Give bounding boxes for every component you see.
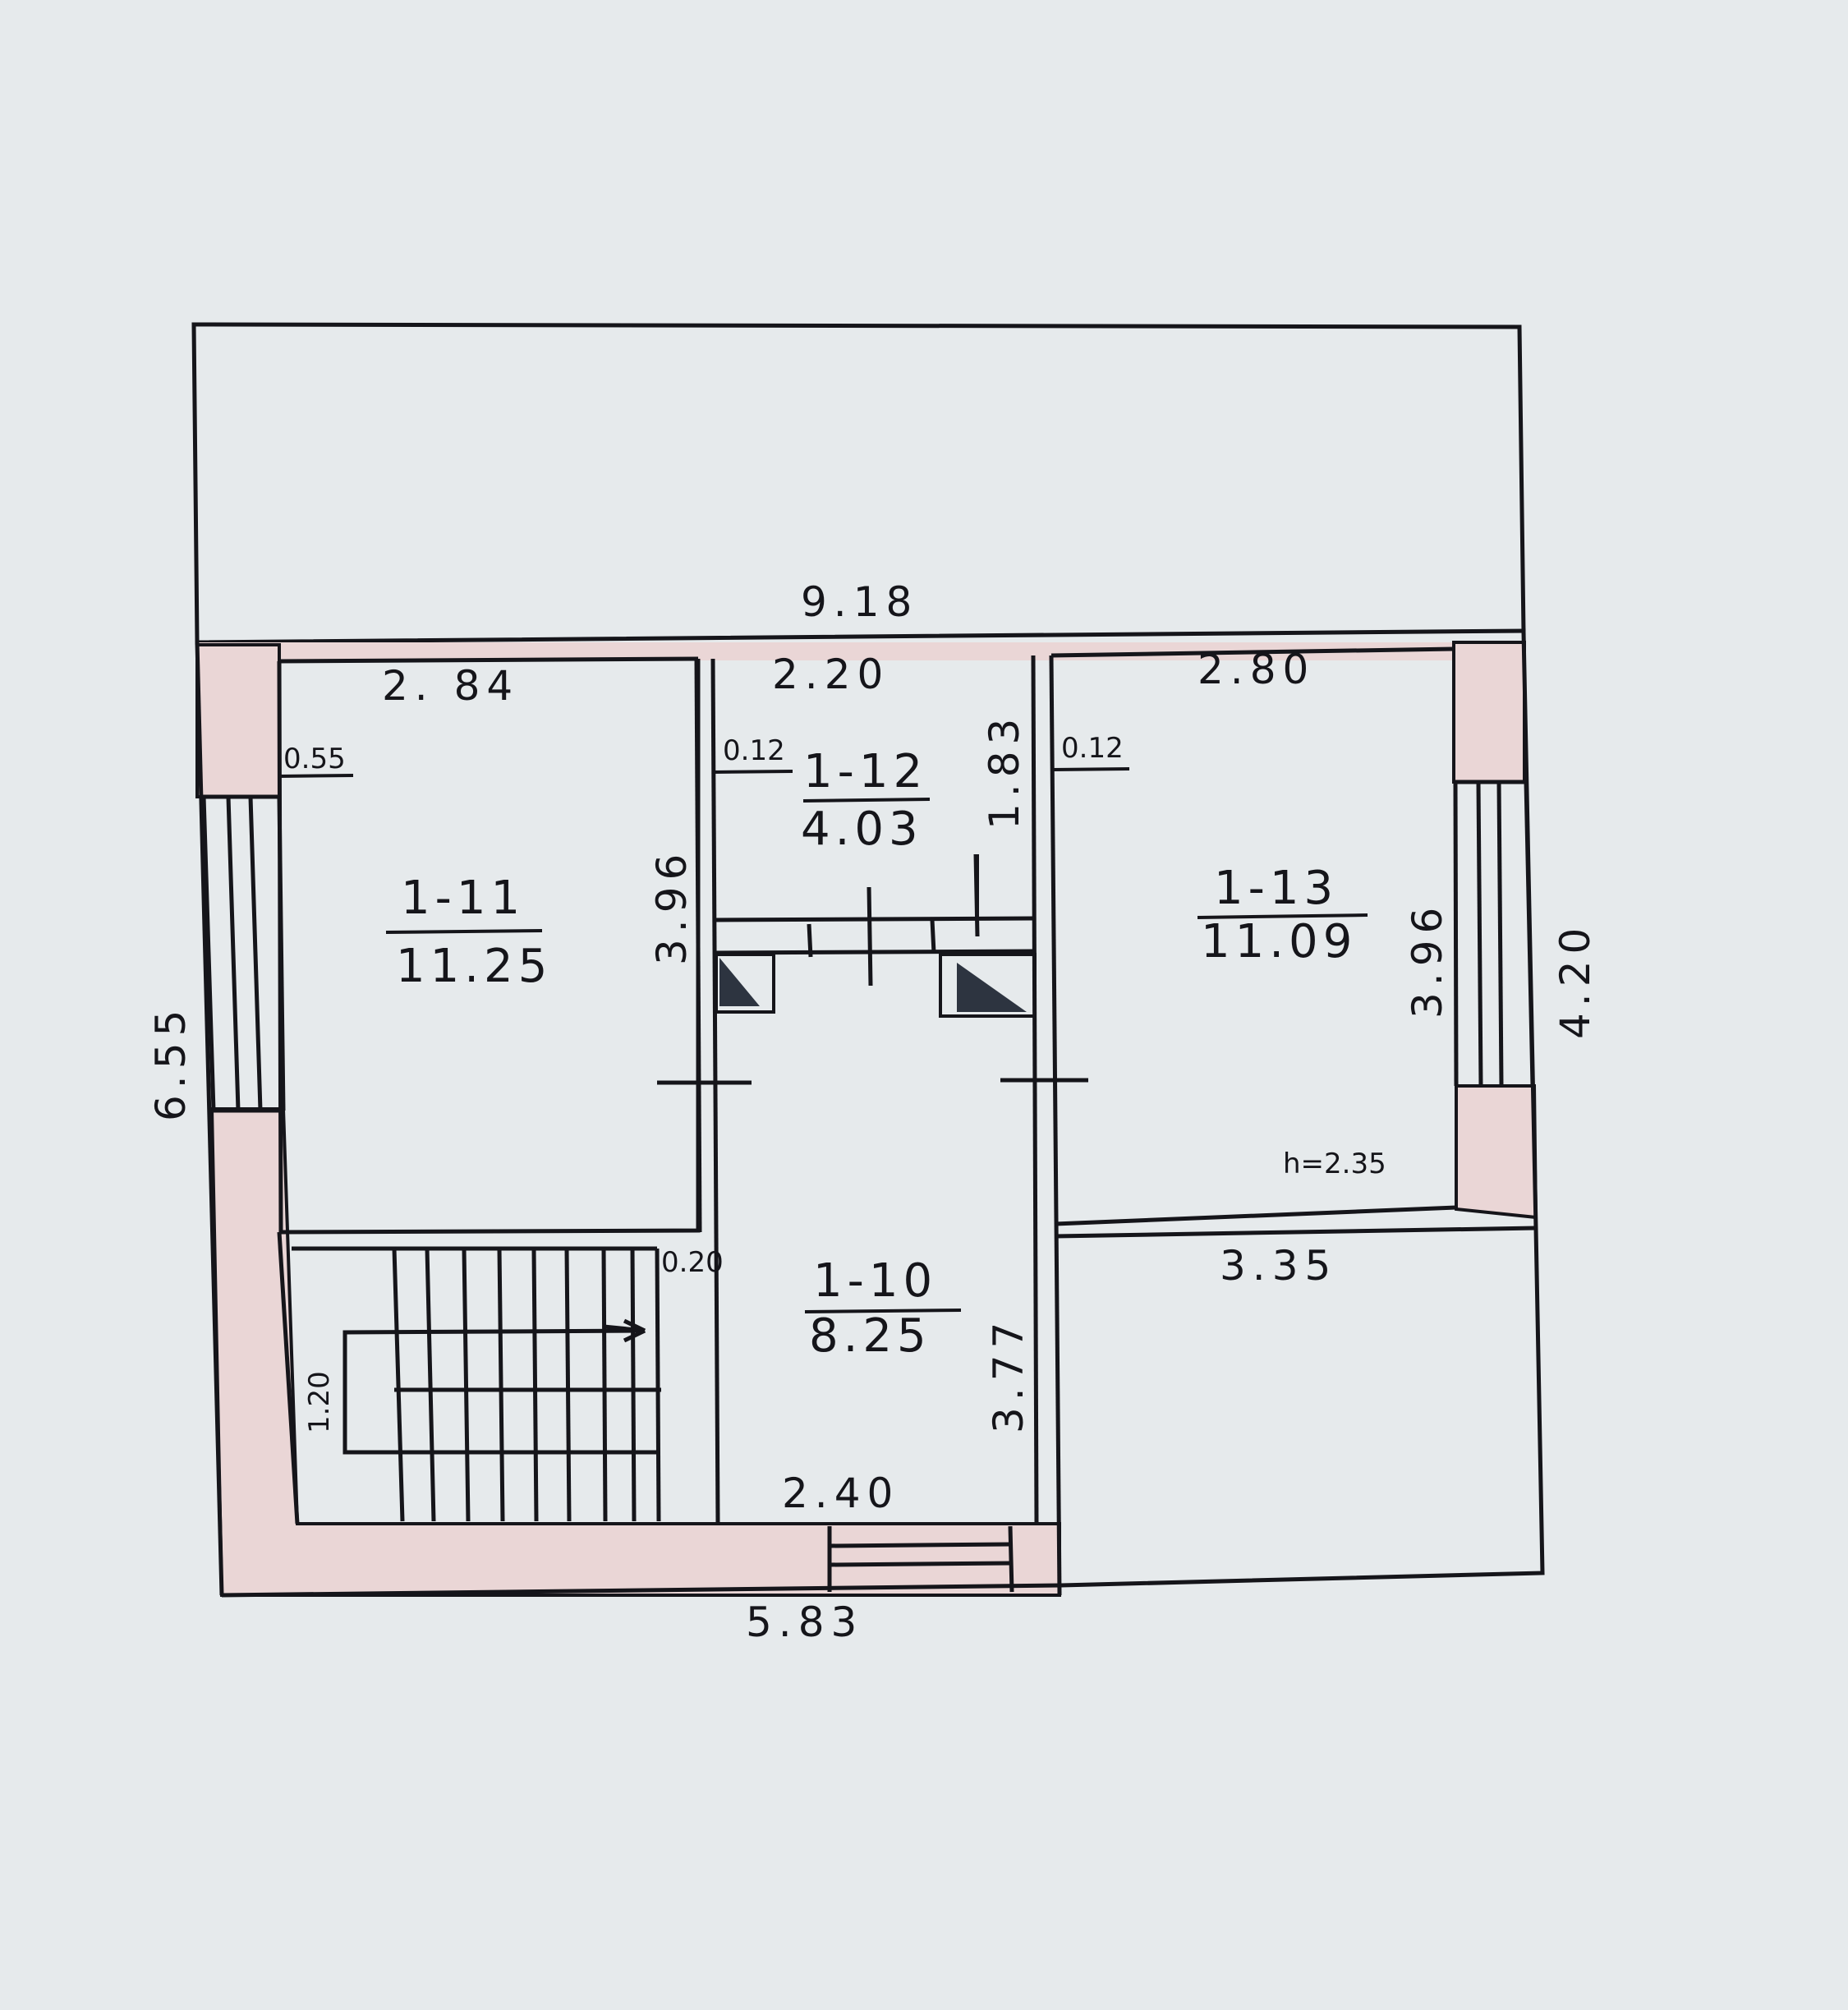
partition-right-inner bbox=[1031, 655, 1039, 1525]
right-annex-outline bbox=[1060, 1227, 1545, 1588]
room-1-13-top bbox=[1050, 646, 1455, 658]
chimney-icon bbox=[715, 953, 775, 1014]
room-1-11-number: 1-11 bbox=[401, 872, 525, 925]
left-total-dim: 6.55 bbox=[147, 1004, 195, 1121]
room-1-13-bottom-outer bbox=[1055, 1226, 1537, 1239]
room-1-13-offset: 0.12 bbox=[1061, 732, 1124, 765]
room-1-13-width: 2.80 bbox=[1198, 646, 1315, 693]
room-1-11-top bbox=[278, 656, 699, 664]
bottom-total-dim: 5.83 bbox=[746, 1598, 863, 1646]
right-bottom-dim: 3.35 bbox=[1220, 1242, 1337, 1290]
door-icon bbox=[827, 1525, 1014, 1593]
offset-13-underline bbox=[1052, 767, 1130, 771]
top-wall bbox=[197, 642, 1524, 660]
top-beam-line bbox=[195, 628, 1526, 645]
room-1-12-partition-top bbox=[714, 916, 1036, 922]
offset-11-underline bbox=[278, 774, 354, 778]
room-1-10-left bbox=[277, 1231, 300, 1525]
roof-outline bbox=[191, 322, 1526, 643]
room-1-10-divider bbox=[804, 1309, 962, 1313]
room-1-10-area: 8.25 bbox=[809, 1309, 931, 1363]
right-wall-upper bbox=[1452, 641, 1526, 784]
room-1-13-bottom bbox=[1055, 1205, 1457, 1226]
room-1-11-area: 11.25 bbox=[396, 940, 552, 993]
right-total-dim: 4.20 bbox=[1551, 922, 1599, 1039]
room-1-11-width: 2. 84 bbox=[382, 662, 519, 710]
offset-12-underline bbox=[712, 770, 793, 774]
room-1-10-height: 3.77 bbox=[985, 1316, 1032, 1433]
room-1-13-height: 3.96 bbox=[1404, 901, 1451, 1019]
room-1-10-width: 2.40 bbox=[782, 1470, 899, 1517]
room-1-13-area: 11.09 bbox=[1201, 915, 1357, 968]
room-1-13-divider bbox=[1197, 913, 1368, 919]
left-wall-upper bbox=[195, 643, 281, 798]
ceiling-height: h=2.35 bbox=[1283, 1148, 1386, 1180]
window-icon bbox=[201, 794, 286, 1113]
room-1-12-area: 4.03 bbox=[801, 803, 923, 856]
room-1-10-number: 1-10 bbox=[813, 1254, 937, 1308]
left-outer-wall bbox=[195, 642, 224, 1596]
partition-right-outer bbox=[1049, 655, 1062, 1596]
wall-thickness: 0.20 bbox=[661, 1246, 724, 1279]
room-1-12-offset: 0.12 bbox=[723, 734, 785, 767]
room-1-11-height: 3.96 bbox=[648, 848, 696, 965]
room-1-11-offset: 0.55 bbox=[283, 743, 346, 775]
partition-left-outer bbox=[694, 658, 702, 1233]
room-1-12-height: 1.83 bbox=[981, 712, 1028, 830]
room-1-11-divider bbox=[385, 929, 543, 934]
room-1-12-partition-bottom bbox=[714, 949, 1036, 955]
chimney-icon bbox=[939, 953, 1037, 1018]
stairs-icon bbox=[292, 1246, 661, 1522]
room-1-12-width: 2.20 bbox=[772, 651, 890, 698]
top-total-dim: 9.18 bbox=[801, 578, 918, 626]
partition-left-inner bbox=[710, 658, 720, 1525]
room-1-12-number: 1-12 bbox=[803, 745, 927, 798]
room-1-13-number: 1-13 bbox=[1214, 862, 1338, 915]
right-wall-lower bbox=[1455, 1084, 1538, 1220]
window-icon bbox=[1453, 780, 1535, 1087]
room-1-12-divider bbox=[802, 798, 931, 803]
stair-width-dim: 1.20 bbox=[303, 1371, 336, 1433]
door-icon bbox=[657, 853, 1088, 1085]
bottom-outer-wall bbox=[221, 1583, 1062, 1598]
